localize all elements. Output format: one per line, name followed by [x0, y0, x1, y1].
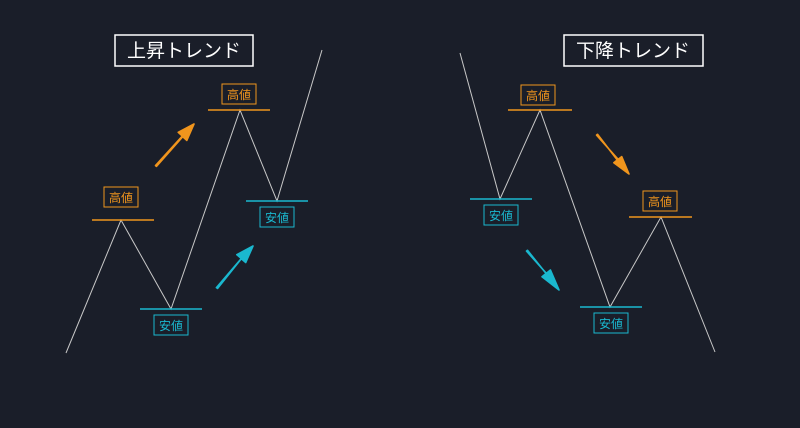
uptrend-diagram: 上昇トレンド 高値 高値 安値 安値 [65, 34, 323, 354]
arrow-icon [215, 245, 254, 290]
arrow-icon [595, 133, 630, 175]
downtrend-price-line [459, 52, 716, 353]
uptrend-price-line [65, 49, 323, 354]
downtrend-low2-label: 安値 [599, 316, 623, 331]
downtrend-high1-label: 高値 [526, 88, 550, 103]
uptrend-high2-label: 高値 [227, 87, 251, 102]
downtrend-low1-label: 安値 [489, 208, 513, 223]
arrow-icon [525, 249, 560, 291]
uptrend-low1-label: 安値 [159, 318, 183, 333]
downtrend-diagram: 下降トレンド 高値 高値 安値 安値 [459, 34, 716, 353]
arrow-icon [154, 123, 195, 168]
uptrend-high1-label: 高値 [109, 190, 133, 205]
uptrend-title-box [114, 34, 254, 67]
uptrend-low2-label: 安値 [265, 210, 289, 225]
uptrend-title: 上昇トレンド [127, 40, 241, 62]
downtrend-high2-label: 高値 [648, 194, 672, 209]
downtrend-title: 下降トレンド [576, 40, 690, 62]
downtrend-title-box [563, 34, 704, 67]
